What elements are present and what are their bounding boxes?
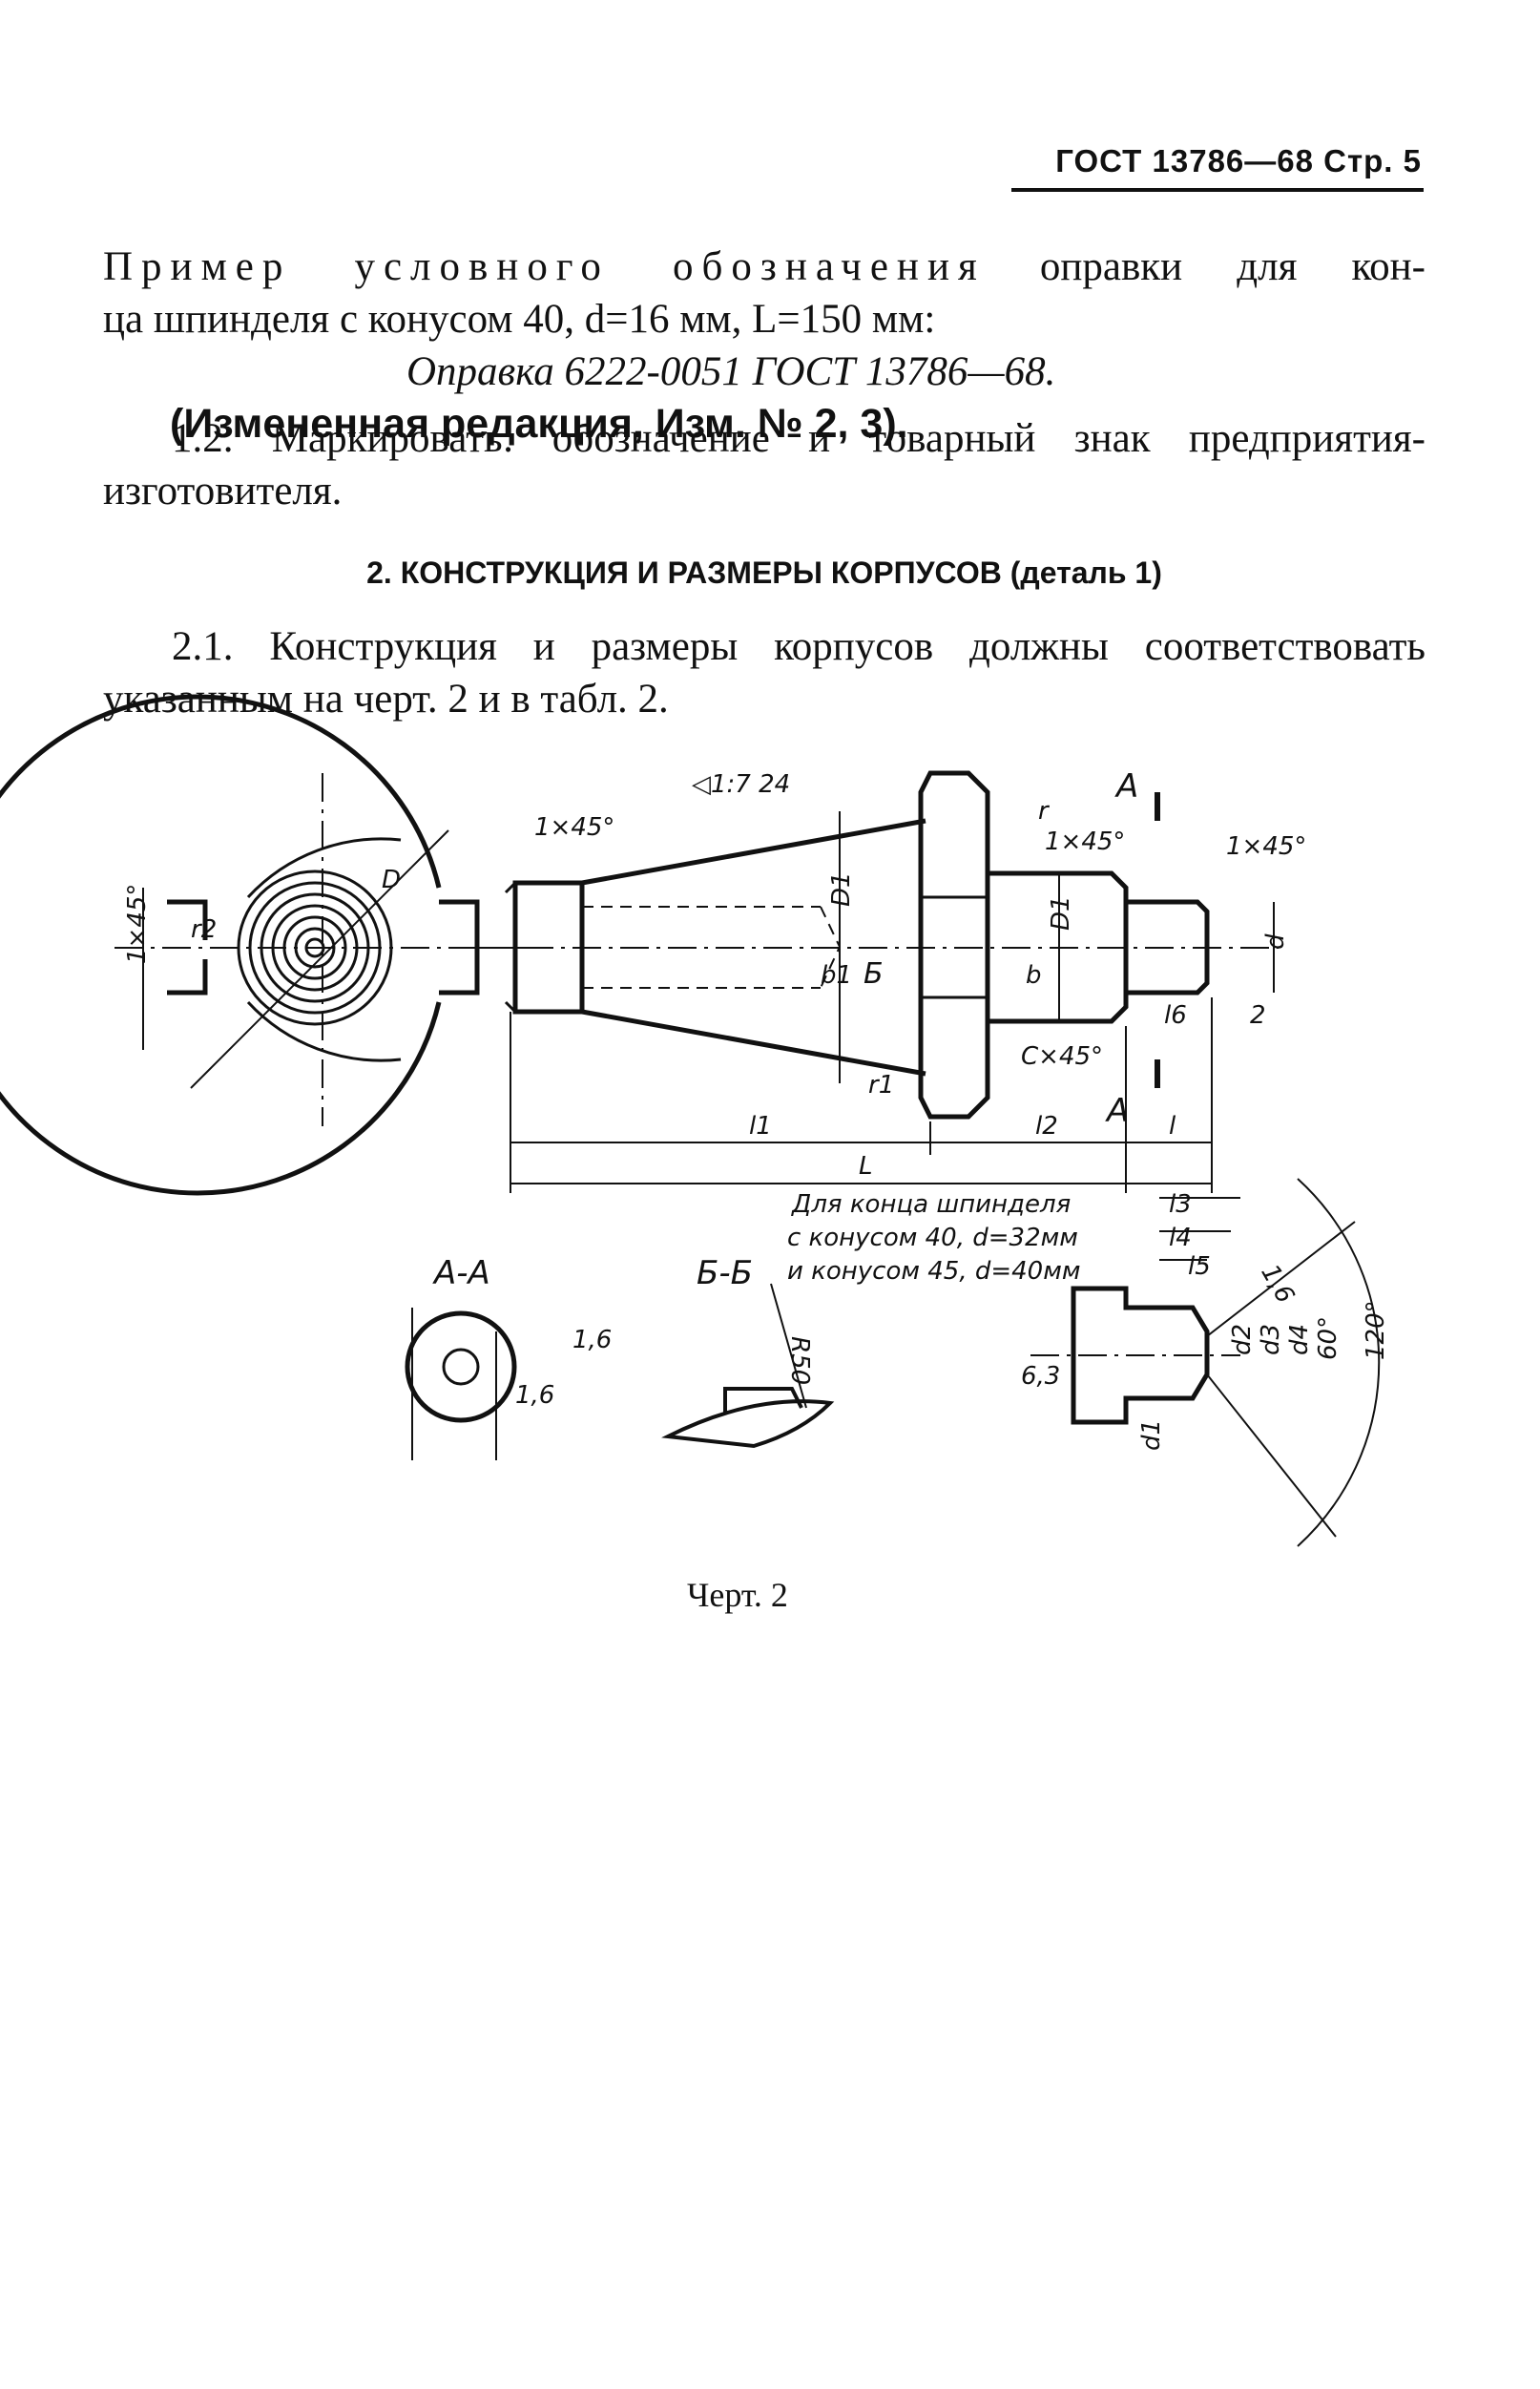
label-d2: d2 xyxy=(1228,1324,1257,1355)
side-view xyxy=(477,770,1279,1193)
drawing-labels: ◁1:7 24 1×45° 1×45° 1×45° 1×45° C×45° r … xyxy=(123,767,1390,1451)
label-D1-cone: D1 xyxy=(827,871,856,907)
end-view xyxy=(0,694,534,1196)
label-b1: b1 xyxy=(821,961,852,990)
label-chamfer-a: 1×45° xyxy=(534,813,614,842)
paragraph-marking: 1.2. Маркировать: обозначение и товарный… xyxy=(103,412,1426,517)
label-chamfer-c45: C×45° xyxy=(1021,1042,1103,1071)
label-b: b xyxy=(1026,961,1042,990)
page-header: ГОСТ 13786—68 Стр. 5 xyxy=(1055,143,1422,178)
note-line-3: и конусом 45, d=40мм xyxy=(787,1257,1080,1286)
label-section-AA: А-А xyxy=(432,1254,490,1292)
label-roughness-63: 6,3 xyxy=(1021,1362,1060,1391)
label-l: l xyxy=(1169,1112,1176,1141)
paragraph-designation-example: Пример условного обозначения оправки для… xyxy=(103,241,1426,451)
label-A-top: А xyxy=(1114,767,1138,806)
label-l6: l6 xyxy=(1164,1001,1187,1030)
label-r1: r1 xyxy=(868,1071,894,1100)
label-angle-120: 120° xyxy=(1362,1300,1390,1360)
para3-line1: 2.1. Конструкция и размеры корпусов долж… xyxy=(172,624,1426,669)
note-line-2: с конусом 40, d=32мм xyxy=(787,1224,1078,1252)
note-line-1: Для конца шпинделя xyxy=(791,1190,1071,1219)
label-angle-60: 60° xyxy=(1314,1316,1342,1360)
para1-line2: ца шпинделя с конусом 40, d=16 мм, L=150… xyxy=(103,297,936,343)
label-chamfer-left: 1×45° xyxy=(123,884,152,964)
label-D1-shaft: D1 xyxy=(1047,895,1075,931)
para2-line1: 1.2. Маркировать: обозначение и товарный… xyxy=(172,416,1426,461)
label-roughness-c: 1,6 xyxy=(1255,1260,1300,1309)
label-d3: d3 xyxy=(1257,1324,1285,1355)
label-l4: l4 xyxy=(1169,1224,1192,1252)
label-l2: l2 xyxy=(1035,1112,1058,1141)
label-chamfer-c: 1×45° xyxy=(1226,832,1306,861)
label-chamfer-b: 1×45° xyxy=(1045,828,1125,856)
label-taper: ◁1:7 24 xyxy=(692,770,790,799)
label-roughness-b: 1,6 xyxy=(515,1381,554,1410)
label-num-2: 2 xyxy=(1250,1001,1266,1030)
figure-caption: Черт. 2 xyxy=(687,1576,788,1614)
section-bb xyxy=(661,1283,835,1449)
label-l1: l1 xyxy=(749,1112,772,1141)
label-l3: l3 xyxy=(1169,1190,1192,1219)
paragraph-construction: 2.1. Конструкция и размеры корпусов долж… xyxy=(103,620,1426,725)
header-rule xyxy=(1011,188,1424,192)
label-d: d xyxy=(1261,933,1290,950)
label-D: D xyxy=(382,866,401,894)
label-d4: d4 xyxy=(1285,1324,1314,1355)
para1-line1: Пример условного обозначения оправки для… xyxy=(103,244,1426,289)
label-r50: R50 xyxy=(785,1336,814,1385)
label-B-mark: Б xyxy=(864,957,884,991)
label-d1: d1 xyxy=(1137,1419,1166,1451)
para2-line2: изготовителя. xyxy=(103,469,343,514)
section-aa xyxy=(405,1308,517,1460)
label-A-bottom: А xyxy=(1105,1092,1129,1130)
label-L: L xyxy=(859,1152,873,1181)
section-title: 2. КОНСТРУКЦИЯ И РАЗМЕРЫ КОРПУСОВ (детал… xyxy=(366,555,1162,590)
label-r2: r2 xyxy=(191,915,217,944)
label-l5: l5 xyxy=(1188,1252,1211,1281)
label-roughness-a: 1,6 xyxy=(572,1326,612,1354)
label-section-BB: Б-Б xyxy=(697,1254,753,1292)
label-r: r xyxy=(1038,797,1051,826)
designation-line: Оправка 6222-0051 ГОСТ 13786—68. xyxy=(406,349,1056,395)
spindle-detail xyxy=(1030,1178,1381,1547)
para3-line2: указанным на черт. 2 и в табл. 2. xyxy=(103,677,669,723)
amendment-note: (Измененная редакция, Изм. № 2, 3). xyxy=(170,401,908,448)
